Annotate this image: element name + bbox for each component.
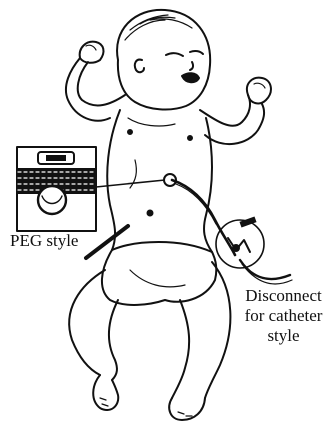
gastrostomy-tube <box>164 174 292 284</box>
peg-style-label: PEG style <box>10 231 78 251</box>
disconnect-label: Disconnect for catheter style <box>238 286 329 346</box>
disconnect-label-line3: style <box>238 326 329 346</box>
disconnect-label-line1: Disconnect <box>238 286 329 306</box>
infant-head <box>117 10 210 110</box>
peg-inset <box>17 147 165 231</box>
diaper <box>102 242 216 305</box>
infant-right-arm <box>200 78 271 144</box>
disconnect-label-line2: for catheter <box>238 306 329 326</box>
infant-legs <box>69 262 230 420</box>
